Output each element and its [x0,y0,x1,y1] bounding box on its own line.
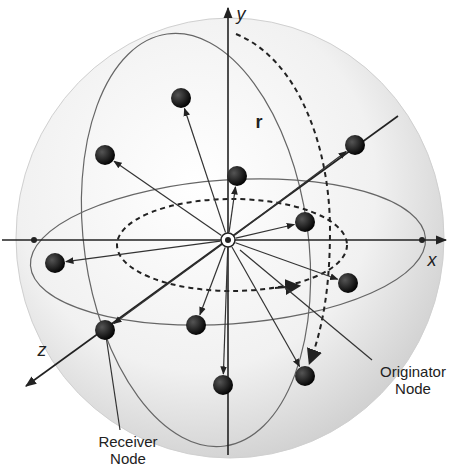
axis-label: x [422,250,442,271]
axis-dot [31,237,37,243]
sensor-node-dot [45,253,65,273]
node-callout: Originator Node [363,363,463,398]
radius-label: r [249,112,269,133]
sensor-node-dot [95,145,115,165]
sensor-node-dot [171,88,191,108]
axis-label: z [32,340,52,361]
sensor-node-dot [186,315,206,335]
link-arrow [114,161,221,235]
axis-dot [419,237,425,243]
axis-label: y [231,4,251,25]
link-arrow [234,152,346,236]
link-arrow [66,241,220,261]
sensor-node-dot [338,273,358,293]
leader-line [240,250,372,360]
sphere [16,18,444,458]
sensor-node-dot [227,166,247,186]
link-arrow [236,243,338,280]
sensor-node-dot [95,320,115,340]
sensor-node-dot [295,212,315,232]
link-arrow [114,245,222,324]
link-arrow [232,247,300,366]
link-arrow [223,248,227,374]
center-hub [221,233,235,247]
leader-line [106,336,120,430]
node-callout: Receiver Node [83,433,173,468]
link-arrow [236,225,294,239]
sensor-node-dot [345,135,365,155]
link-arrow [229,187,235,232]
center-hub [225,237,231,243]
sensor-node-dot [295,366,315,386]
z-axis [26,116,398,386]
rotation-arrow [275,286,298,288]
sensor-node-dot [213,375,233,395]
